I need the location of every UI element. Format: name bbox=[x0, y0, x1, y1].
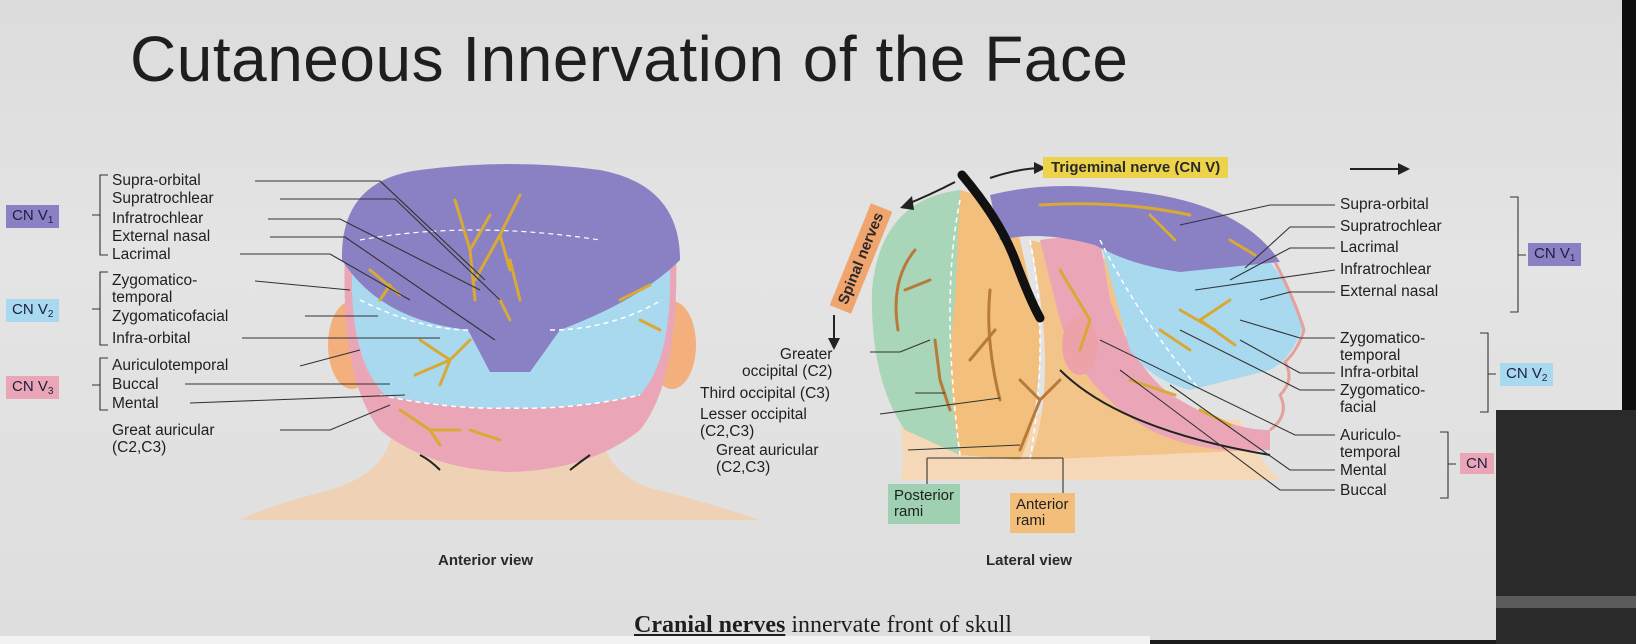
label-great-auricular-anterior: Great auricular(C2,C3) bbox=[112, 422, 215, 456]
label-lacrimal-lateral: Lacrimal bbox=[1340, 239, 1399, 256]
label-buccal-lateral: Buccal bbox=[1340, 482, 1387, 499]
anterior-view-label: Anterior view bbox=[438, 552, 534, 569]
label-zygomaticofacial-lateral: Zygomatico-facial bbox=[1340, 382, 1426, 416]
lateral-head bbox=[871, 170, 1306, 480]
lateral-view-label: Lateral view bbox=[986, 552, 1072, 569]
slide-caption: Cranial nerves innervate front of skull bbox=[634, 612, 1012, 638]
label-external-nasal: External nasal bbox=[112, 228, 211, 245]
label-infratrochlear-lateral: Infratrochlear bbox=[1340, 261, 1432, 278]
badge-cn-v3-anterior: CN V3 bbox=[6, 376, 60, 399]
label-supra-orbital-lateral: Supra-orbital bbox=[1340, 196, 1429, 213]
slide-title: Cutaneous Innervation of the Face bbox=[130, 23, 1129, 95]
video-overlay-panel bbox=[1496, 410, 1636, 644]
label-zygomaticotemporal: Zygomatico-temporal bbox=[112, 272, 198, 306]
label-supra-orbital: Supra-orbital bbox=[112, 172, 201, 189]
label-third-occipital: Third occipital (C3) bbox=[700, 385, 831, 402]
label-auriculotemporal-lateral: Auriculo-temporal bbox=[1340, 427, 1402, 461]
label-buccal: Buccal bbox=[112, 376, 159, 393]
label-zygomaticofacial: Zygomaticofacial bbox=[112, 308, 229, 325]
label-supratrochlear-lateral: Supratrochlear bbox=[1340, 218, 1442, 235]
label-auriculotemporal: Auriculotemporal bbox=[112, 357, 229, 374]
label-external-nasal-lateral: External nasal bbox=[1340, 283, 1439, 300]
badge-cn-v3-lateral-partial: CN bbox=[1460, 453, 1494, 474]
label-infra-orbital-lateral: Infra-orbital bbox=[1340, 364, 1419, 381]
label-great-auricular-lateral: Great auricular(C2,C3) bbox=[716, 442, 819, 476]
trigeminal-nerve-badge: Trigeminal nerve (CN V) bbox=[1043, 157, 1229, 178]
label-mental: Mental bbox=[112, 395, 159, 412]
anterior-head bbox=[240, 164, 760, 520]
badge-cn-v1-lateral: CN V1 bbox=[1528, 243, 1582, 266]
window-right-edge bbox=[1622, 0, 1636, 410]
label-mental-lateral: Mental bbox=[1340, 462, 1387, 479]
badge-cn-v2-anterior: CN V2 bbox=[6, 299, 60, 322]
label-lesser-occipital: Lesser occipital(C2,C3) bbox=[700, 406, 807, 440]
label-infratrochlear: Infratrochlear bbox=[112, 210, 204, 227]
badge-cn-v1-anterior: CN V1 bbox=[6, 205, 60, 228]
bottom-strip bbox=[0, 636, 1150, 644]
label-lacrimal: Lacrimal bbox=[112, 246, 171, 263]
video-overlay-ledge bbox=[1496, 596, 1636, 608]
label-supratrochlear: Supratrochlear bbox=[112, 190, 214, 207]
label-zygomaticotemporal-lateral: Zygomatico-temporal bbox=[1340, 330, 1426, 364]
label-infra-orbital: Infra-orbital bbox=[112, 330, 191, 347]
badge-cn-v2-lateral: CN V2 bbox=[1500, 363, 1554, 386]
